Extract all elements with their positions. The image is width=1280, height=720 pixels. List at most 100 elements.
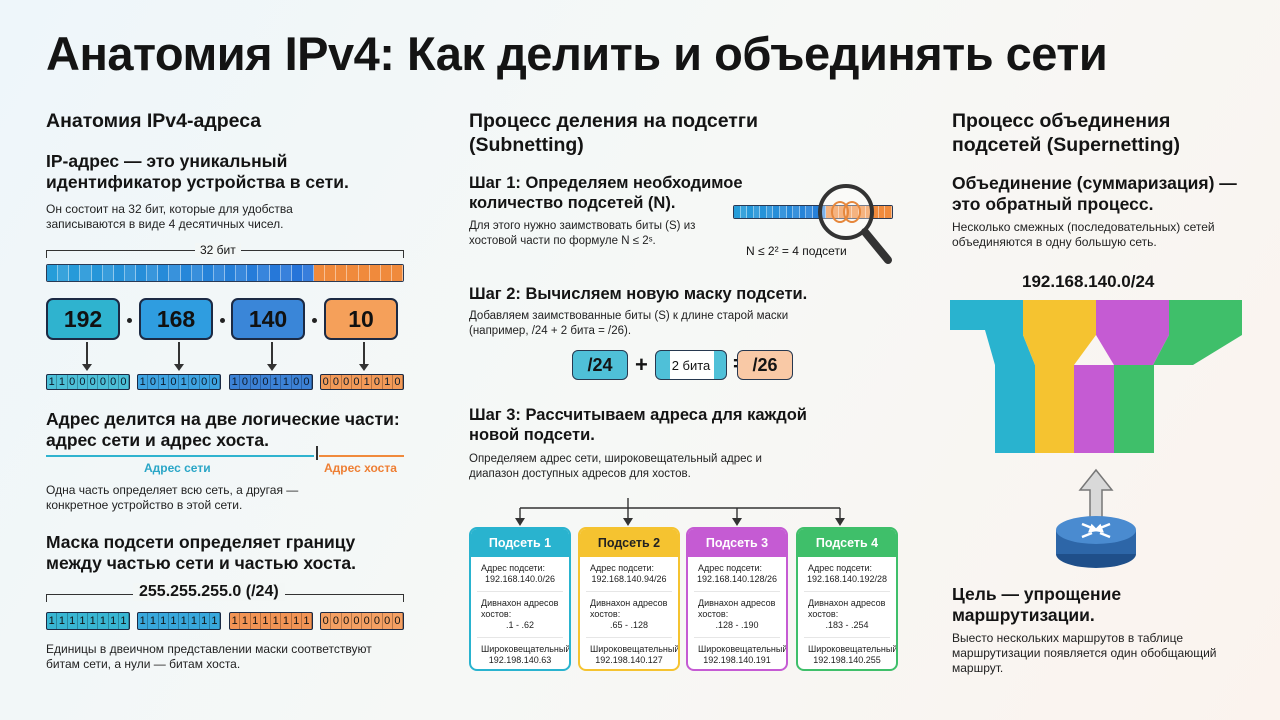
- binary-digit: 0: [321, 375, 332, 389]
- subnet-card: Подсеть 2 Адрес подсети: 192.168.140.94/…: [578, 527, 680, 671]
- bit-cell: [878, 206, 886, 218]
- binary-digit: 0: [393, 613, 403, 629]
- binary-digit: 0: [119, 375, 129, 389]
- arrow-line: [363, 342, 365, 366]
- goal-heading: Цель — упрощение маршрутизации.: [952, 584, 1122, 625]
- arrow-down-icon: [359, 364, 369, 371]
- bit-cell: [47, 265, 59, 281]
- binary-digit: 1: [362, 375, 373, 389]
- subnet-address-label: Адрес подсети:: [481, 563, 546, 573]
- broadcast-label: Широковещательный: [808, 644, 898, 654]
- subnet-address: 192.168.140.0/26: [484, 574, 556, 584]
- host-range: .183 - .254: [825, 620, 869, 630]
- bit-cell: [336, 265, 348, 281]
- subnet-address: 192.168.140.128/26: [696, 574, 778, 584]
- binary-digit: 1: [179, 613, 190, 629]
- binary-digit: 1: [261, 613, 271, 629]
- bit-cell: [191, 265, 203, 281]
- octet-dot: [312, 318, 317, 323]
- binary-digit: 0: [372, 613, 383, 629]
- bit-cell: [80, 265, 92, 281]
- bit-cell: [786, 206, 794, 218]
- broadcast-address: 192.198.140.191: [703, 655, 771, 665]
- binary-digit: 0: [302, 375, 312, 389]
- bit-cell: [358, 265, 370, 281]
- binary-digit: 0: [352, 613, 362, 629]
- binary-digit: 0: [200, 375, 210, 389]
- binary-digit: 0: [331, 375, 342, 389]
- bit-cell: [225, 265, 237, 281]
- network-part-line: [46, 455, 314, 457]
- subnet-card: Подсеть 1 Адрес подсети: 192.168.140.0/2…: [469, 527, 571, 671]
- split-bracket: [515, 498, 845, 526]
- subnet-mask-heading: Маска подсети определяет границу между ч…: [46, 532, 356, 573]
- bit-cell: [314, 265, 326, 281]
- binary-digit: 0: [189, 375, 200, 389]
- bit-cell: [169, 265, 181, 281]
- binary-digit: 0: [372, 375, 383, 389]
- address-parts-heading: Адрес делится на две логические части: а…: [46, 409, 400, 450]
- binary-digit: 0: [68, 375, 78, 389]
- bit-cell: [793, 206, 800, 218]
- binary-digit: 1: [240, 613, 251, 629]
- bit-cell: [753, 206, 761, 218]
- subnet-mask-text: Единицы в двеичном представлении маски с…: [46, 642, 372, 671]
- binary-digit: 0: [342, 375, 352, 389]
- bit-cell: [202, 265, 214, 281]
- bit-bar-32: [46, 264, 404, 282]
- broadcast-label: Широковещательный: [698, 644, 788, 654]
- bit-cell: [806, 206, 813, 218]
- anatomy-section-title: Анатомия IPv4-адреса: [46, 110, 262, 132]
- host-range: .128 - .190: [715, 620, 759, 630]
- host-range: .1 - .62: [505, 620, 534, 630]
- binary-digit: 1: [138, 375, 149, 389]
- binary-digit: 1: [281, 613, 292, 629]
- subnet-address-label: Адрес подсети:: [698, 563, 763, 573]
- binary-digit: 1: [230, 375, 241, 389]
- subnet-card-title: Подсеть 1: [471, 529, 569, 557]
- host-range: .65 - .128: [609, 620, 649, 630]
- bit-cell: [69, 265, 81, 281]
- arrow-line: [178, 342, 180, 366]
- binary-digit: 0: [261, 375, 271, 389]
- supernetting-section-title: Процесс объединения подсетей (Supernetti…: [952, 110, 1181, 156]
- octet-4: 10: [324, 298, 398, 340]
- bit-cell: [236, 265, 248, 281]
- binary-digit: 1: [169, 613, 179, 629]
- network-address-label: Адрес сети: [144, 461, 211, 475]
- bit-cell: [213, 265, 225, 281]
- subnet-card: Подсеть 3 Адрес подсети: 192.168.140.128…: [686, 527, 788, 671]
- summarization-heading: Объединение (суммаризация) — это обратны…: [952, 173, 1237, 214]
- host-address-label: Адрес хоста: [324, 461, 397, 475]
- address-parts-text: Одна часть определяет всю сеть, а другая…: [46, 483, 299, 512]
- octet-dot: [220, 318, 225, 323]
- subnetting-section-title: Процесс деления на подсетги (Subnetting): [469, 110, 758, 156]
- arrow-line: [271, 342, 273, 366]
- goal-text: Выесто нескольких маршрутов в таблице ма…: [952, 631, 1217, 675]
- binary-digit: 1: [68, 613, 78, 629]
- step1-formula: N ≤ 2² = 4 подсети: [746, 244, 847, 258]
- bit-cell: [136, 265, 148, 281]
- magnifier-icon: [818, 184, 892, 264]
- binary-digit: 0: [383, 613, 393, 629]
- bit-cell: [247, 265, 259, 281]
- binary-digit: 0: [98, 375, 109, 389]
- broadcast-address: 192.198.140.255: [813, 655, 881, 665]
- funnel-diagram: [950, 300, 1242, 453]
- binary-digit: 1: [251, 613, 261, 629]
- bit-cell: [799, 206, 807, 218]
- bit-cell: [302, 265, 314, 281]
- page-title: Анатомия IPv4: Как делить и объединять с…: [46, 27, 1108, 80]
- bit-cell: [858, 206, 866, 218]
- binary-digit: 1: [230, 613, 241, 629]
- step1-bit-bar: [733, 205, 893, 219]
- binary-digit: 0: [251, 375, 261, 389]
- binary-digit: 1: [383, 375, 393, 389]
- bit-cell: [760, 206, 767, 218]
- boundary-tick: [316, 446, 318, 460]
- host-part-line: [319, 455, 404, 457]
